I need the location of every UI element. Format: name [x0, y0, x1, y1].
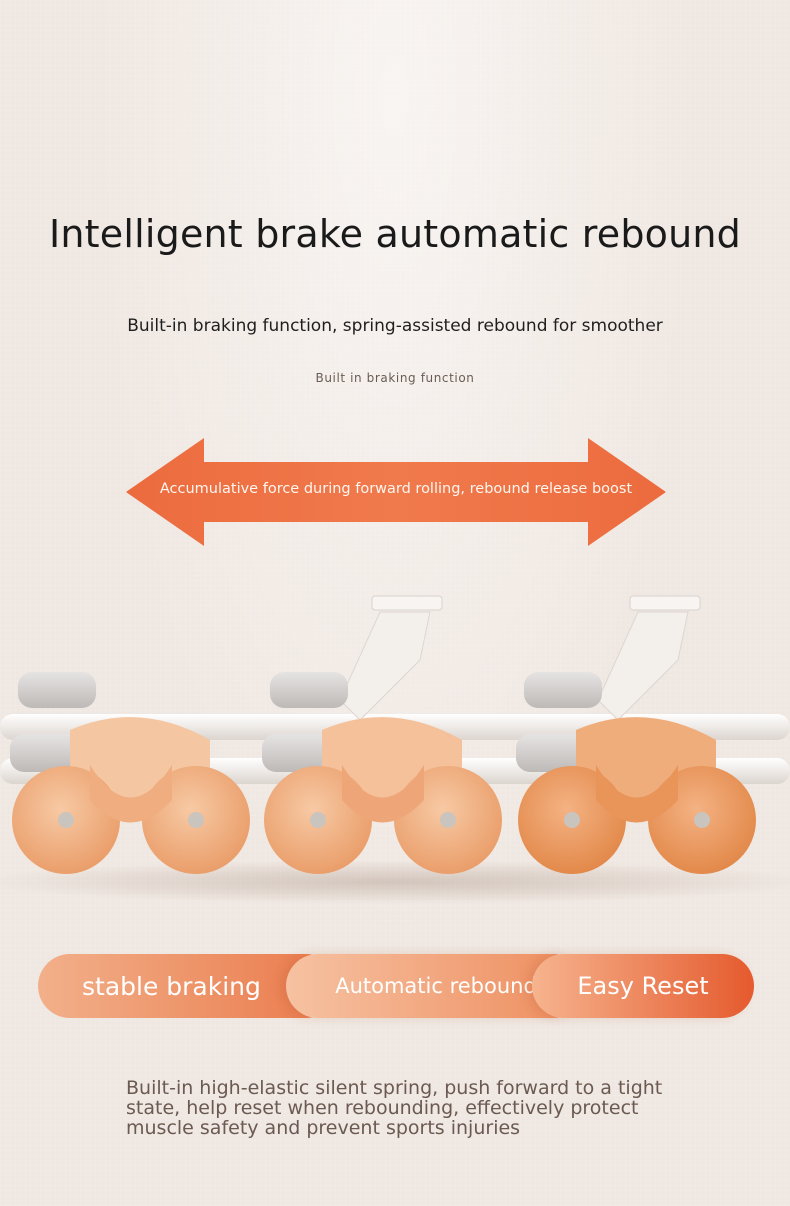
ab-roller-unit-1: [10, 672, 250, 874]
page-title: Intelligent brake automatic rebound: [48, 212, 742, 256]
description-line: Built-in high-elastic silent spring, pus…: [126, 1077, 663, 1099]
feature-tagline: Built in braking function: [315, 371, 475, 385]
double-arrow-icon: [126, 438, 666, 546]
description-text: Built-in high-elastic silent spring, pus…: [126, 1078, 686, 1138]
description-line: state, help reset when rebounding, effec…: [126, 1097, 639, 1119]
product-illustration: [0, 590, 790, 910]
feature-pills: stable braking Automatic rebound Easy Re…: [38, 954, 754, 1018]
ab-roller-unit-2: [262, 595, 502, 874]
feature-easy-reset: Easy Reset: [532, 954, 754, 1018]
description-line: muscle safety and prevent sports injurie…: [126, 1117, 521, 1139]
arrow-label: Accumulative force during forward rollin…: [159, 481, 633, 497]
ab-roller-unit-3: [516, 595, 756, 874]
page-subtitle: Built-in braking function, spring-assist…: [127, 316, 663, 336]
double-arrow-banner: Accumulative force during forward rollin…: [126, 438, 666, 546]
feature-stable-braking: stable braking: [38, 954, 338, 1018]
